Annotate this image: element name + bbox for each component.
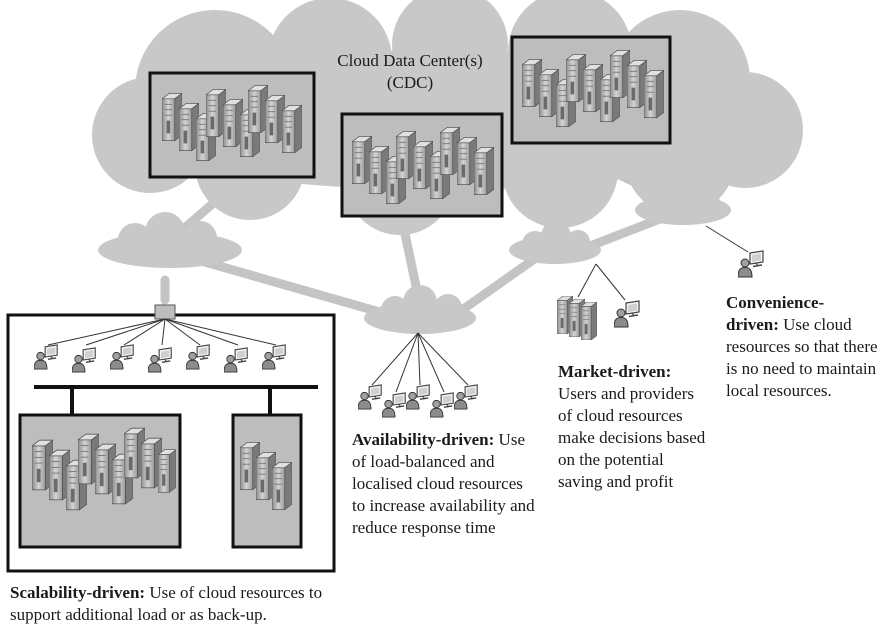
cloud-market bbox=[509, 221, 601, 264]
cloud-left bbox=[98, 212, 242, 268]
datacenter-box-right bbox=[510, 35, 672, 145]
convenience-title-line2: driven: bbox=[726, 315, 779, 334]
market-body: Users and providers of cloud resources m… bbox=[558, 384, 706, 491]
scalability-title: Scalability-driven: bbox=[10, 583, 146, 602]
availability-title: Availability-driven: bbox=[352, 430, 495, 449]
convenience-body: Use cloud resources so that there is no … bbox=[726, 315, 878, 400]
datacenter-box-left bbox=[148, 71, 316, 179]
convenience-title-line1: Convenience- bbox=[726, 293, 825, 312]
convenience-site bbox=[705, 225, 764, 278]
cloud-data-center-label: Cloud Data Center(s) (CDC) bbox=[300, 50, 520, 94]
cloud-middle bbox=[364, 285, 476, 334]
availability-body: Use of load-balanced and localised cloud… bbox=[352, 430, 535, 537]
scalability-caption: Scalability-driven: Use of cloud resourc… bbox=[10, 582, 330, 626]
scalability-site bbox=[6, 304, 336, 573]
cloud-label-line1: Cloud Data Center(s) bbox=[337, 51, 483, 70]
market-title: Market-driven: bbox=[558, 362, 672, 381]
availability-caption: Availability-driven: Use of load-balance… bbox=[352, 429, 537, 539]
scalability-body: Use of cloud resources to support additi… bbox=[10, 583, 323, 624]
availability-users bbox=[358, 332, 478, 418]
cloud-right bbox=[635, 180, 731, 225]
market-caption: Market-driven: Users and providers of cl… bbox=[558, 361, 708, 493]
cloud-label-line2: (CDC) bbox=[386, 73, 434, 92]
market-site bbox=[557, 263, 640, 340]
convenience-caption: Convenience- driven: Use cloud resources… bbox=[726, 292, 886, 402]
datacenter-box-center bbox=[340, 112, 504, 218]
